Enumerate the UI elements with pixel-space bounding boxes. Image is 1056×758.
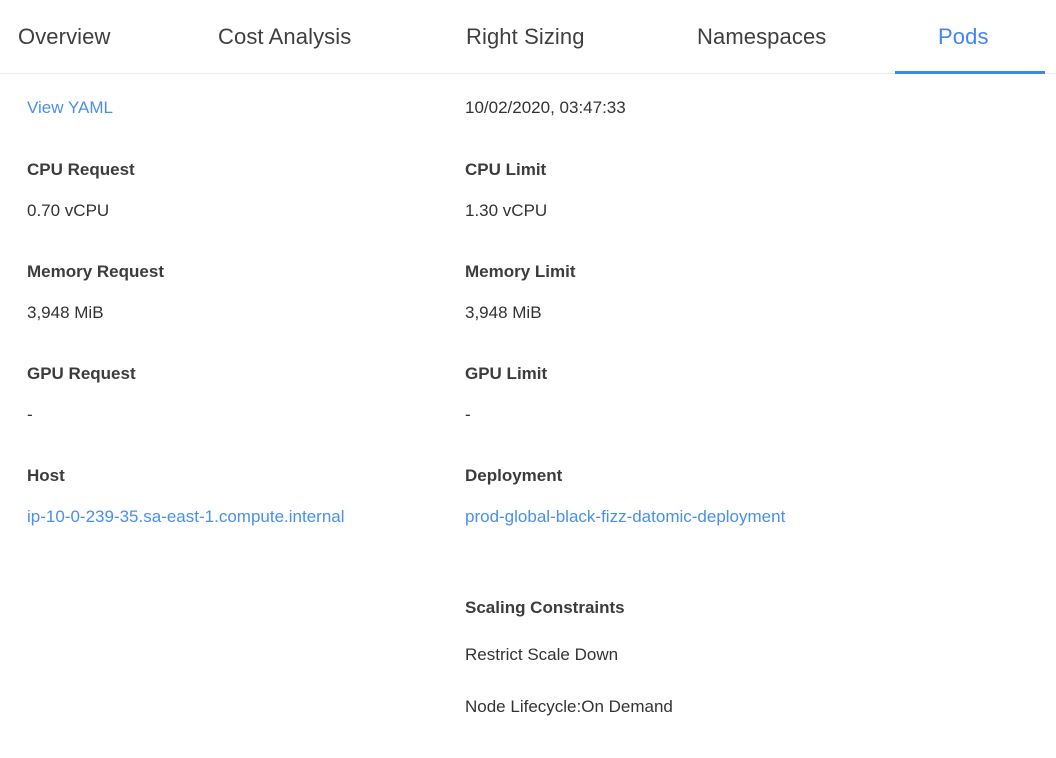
scaling-constraint-item: Restrict Scale Down — [465, 645, 619, 664]
active-tab-indicator — [895, 71, 1045, 74]
field-gpu-request: GPU Request - — [27, 363, 136, 426]
gpu-limit-value: - — [465, 405, 471, 424]
field-cpu-limit: CPU Limit 1.30 vCPU — [465, 159, 547, 222]
field-scaling-constraints: Scaling Constraints Restrict Scale Down … — [465, 597, 673, 718]
tab-list: Overview Cost Analysis Right Sizing Name… — [0, 0, 1056, 74]
field-memory-limit: Memory Limit 3,948 MiB — [465, 261, 576, 324]
scaling-constraints-label: Scaling Constraints — [465, 598, 625, 617]
gpu-limit-label: GPU Limit — [465, 364, 548, 383]
host-link[interactable]: ip-10-0-239-35.sa-east-1.compute.interna… — [27, 507, 345, 526]
tab-cost-analysis[interactable]: Cost Analysis — [218, 23, 352, 49]
tab-right-sizing[interactable]: Right Sizing — [466, 23, 585, 49]
tab-bar: Overview Cost Analysis Right Sizing Name… — [0, 0, 1056, 74]
tab-overview[interactable]: Overview — [18, 23, 111, 49]
field-deployment: Deployment prod-global-black-fizz-datomi… — [465, 465, 841, 534]
field-timestamp: 10/02/2020, 03:47:33 — [465, 97, 626, 119]
deployment-label: Deployment — [465, 466, 563, 485]
field-host: Host ip-10-0-239-35.sa-east-1.compute.in… — [27, 465, 375, 534]
cpu-request-value: 0.70 vCPU — [27, 201, 110, 220]
memory-request-value: 3,948 MiB — [27, 303, 104, 322]
memory-limit-label: Memory Limit — [465, 262, 576, 281]
cpu-limit-label: CPU Limit — [465, 160, 547, 179]
field-gpu-limit: GPU Limit - — [465, 363, 547, 426]
cpu-limit-value: 1.30 vCPU — [465, 201, 548, 220]
cpu-request-label: CPU Request — [27, 160, 135, 179]
memory-request-label: Memory Request — [27, 262, 164, 281]
view-yaml-link[interactable]: View YAML — [27, 98, 113, 117]
field-view-yaml: View YAML — [27, 97, 113, 119]
tab-namespaces[interactable]: Namespaces — [697, 23, 827, 49]
timestamp-value: 10/02/2020, 03:47:33 — [465, 98, 626, 117]
deployment-link[interactable]: prod-global-black-fizz-datomic-deploymen… — [465, 507, 786, 526]
scaling-constraint-item: Node Lifecycle:On Demand — [465, 697, 673, 716]
gpu-request-value: - — [27, 405, 33, 424]
host-label: Host — [27, 466, 65, 485]
field-memory-request: Memory Request 3,948 MiB — [27, 261, 164, 324]
tab-pods[interactable]: Pods — [938, 23, 989, 49]
gpu-request-label: GPU Request — [27, 364, 136, 383]
field-cpu-request: CPU Request 0.70 vCPU — [27, 159, 135, 222]
memory-limit-value: 3,948 MiB — [465, 303, 542, 322]
